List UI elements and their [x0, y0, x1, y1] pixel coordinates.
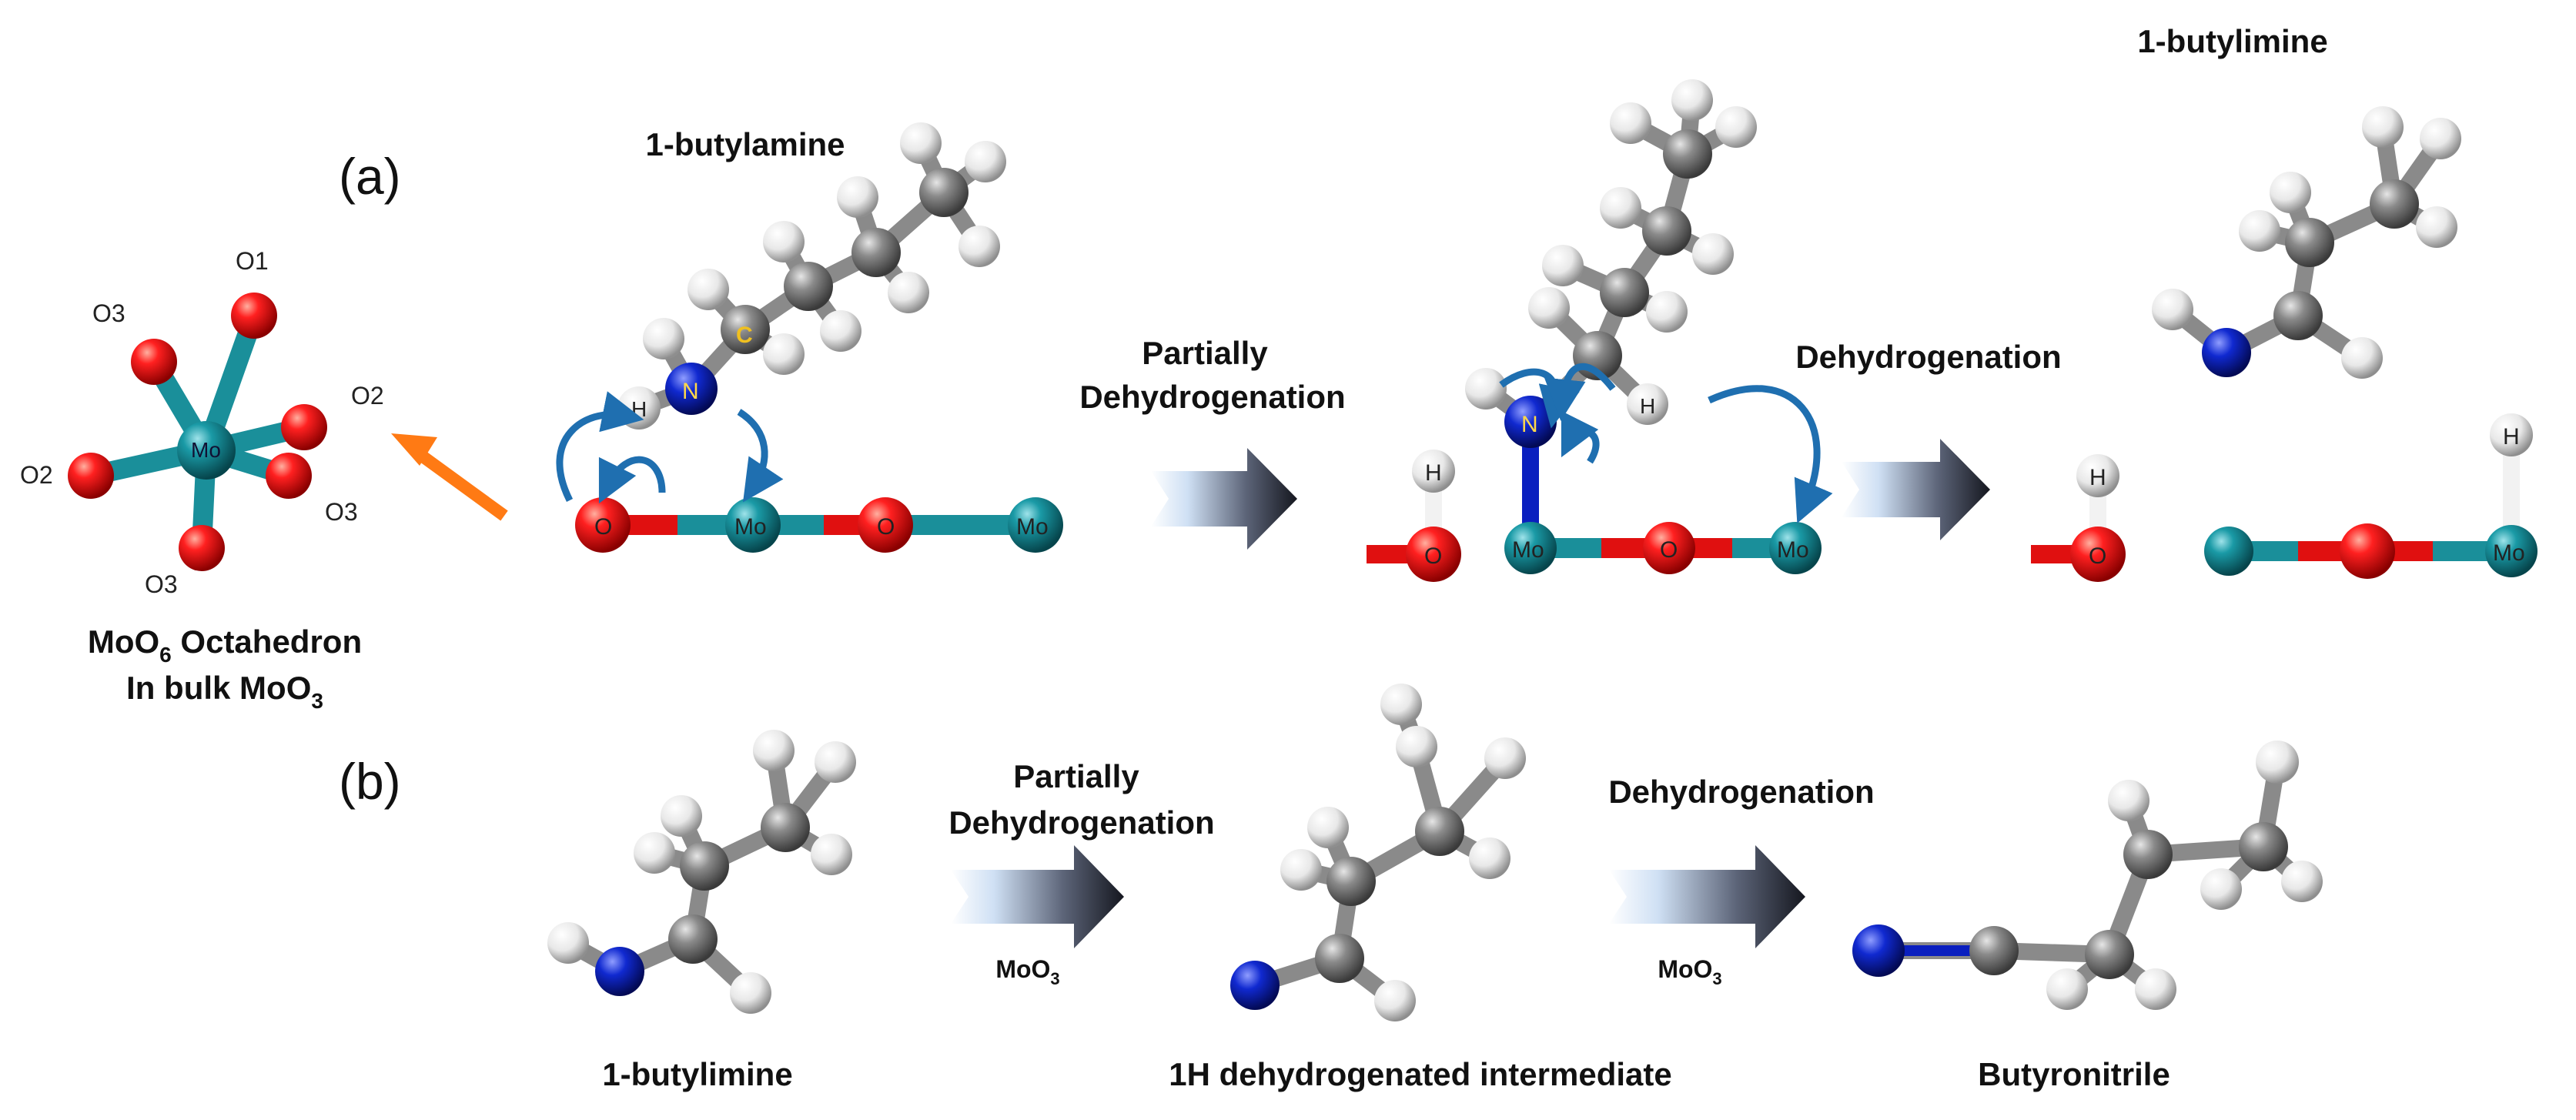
svg-text:Mo: Mo [1016, 514, 1049, 540]
panel-label-b: (b) [339, 753, 401, 810]
svg-text:O: O [877, 514, 895, 540]
svg-text:Mo: Mo [734, 514, 767, 540]
svg-text:H: H [1425, 460, 1442, 486]
butylamine-molecule: C N H [617, 122, 1006, 430]
step-arrow-a2 [1842, 439, 1990, 540]
butylimine-molecule-b [547, 730, 856, 1014]
o2-label-right: O2 [351, 382, 384, 410]
moo3-surface-3: H Mo [2204, 413, 2538, 579]
water-fragment-2: H O [2031, 454, 2126, 582]
panel-label-a: (a) [339, 148, 401, 205]
intermediate-molecule-b [1230, 684, 1526, 1021]
svg-text:H: H [2089, 465, 2106, 490]
step-b2-catalyst: MoO3 [1658, 955, 1721, 988]
molybdenum-atom [177, 421, 236, 480]
curved-arrows-1 [556, 391, 784, 504]
butylamine-label: 1-butylamine [645, 126, 845, 162]
o3-label-right: O3 [325, 498, 358, 526]
svg-text:O: O [2089, 543, 2106, 569]
svg-text:N: N [1521, 412, 1538, 437]
step-a2-label: Dehydrogenation [1795, 339, 2061, 375]
oxygen-atom [231, 293, 277, 339]
o1-label: O1 [236, 247, 269, 275]
step-b1-label-line2: Dehydrogenation [948, 804, 1214, 841]
step-arrow-b1 [951, 845, 1124, 948]
oxygen-atom [281, 404, 327, 450]
moo3-surface-1: O Mo O Mo [575, 497, 1063, 553]
o3-label-top: O3 [92, 299, 125, 327]
step-arrow-b2 [1609, 845, 1805, 948]
curved-arrows-2 [1499, 363, 1833, 523]
o2-label-left: O2 [20, 461, 53, 489]
moo3-surface-2: Mo O Mo [1504, 522, 1822, 574]
step-b2-label: Dehydrogenation [1608, 774, 1874, 810]
svg-text:N: N [682, 379, 699, 404]
water-fragment-1: H O [1367, 450, 1461, 582]
moo6-octahedron: Mo O1 O3 O2 O2 O3 O3 MoO6 Octahedron In … [20, 247, 384, 713]
butyronitrile-label: Butyronitrile [1978, 1056, 2170, 1092]
step-a1-label-line2: Dehydrogenation [1079, 379, 1345, 415]
oxygen-atom [131, 339, 177, 385]
orange-arrow [391, 433, 508, 521]
octahedron-caption-line2: In bulk MoO3 [126, 670, 323, 713]
butylimine-label-b: 1-butylimine [602, 1056, 792, 1092]
svg-text:H: H [2503, 424, 2520, 450]
step-a1-label-line1: Partially [1142, 335, 1268, 371]
svg-text:O: O [1424, 543, 1442, 569]
svg-text:Mo: Mo [1777, 537, 1809, 563]
svg-text:H: H [631, 397, 647, 421]
octahedron-caption-line1: MoO6 Octahedron [88, 624, 362, 667]
oxygen-atom [179, 525, 225, 571]
svg-text:O: O [1660, 537, 1678, 563]
svg-text:Mo: Mo [2493, 540, 2525, 566]
svg-text:O: O [594, 514, 612, 540]
svg-text:C: C [736, 323, 753, 348]
oxygen-atom [68, 453, 114, 499]
intermediate-label-b: 1H dehydrogenated intermediate [1169, 1056, 1671, 1092]
mo-center-label: Mo [191, 438, 221, 462]
butylimine-molecule-top [2152, 106, 2461, 379]
svg-text:H: H [1640, 394, 1655, 418]
o3-label-bottom: O3 [145, 570, 178, 598]
step-b1-catalyst: MoO3 [995, 955, 1059, 988]
adsorbed-intermediate: N H [1465, 79, 1757, 548]
oxygen-atom [266, 453, 312, 499]
step-arrow-a1 [1151, 448, 1297, 550]
butylimine-label-top: 1-butylimine [2137, 23, 2327, 59]
step-b1-label-line1: Partially [1013, 758, 1139, 794]
svg-text:Mo: Mo [1512, 537, 1544, 563]
butyronitrile-molecule [1852, 741, 2323, 1010]
